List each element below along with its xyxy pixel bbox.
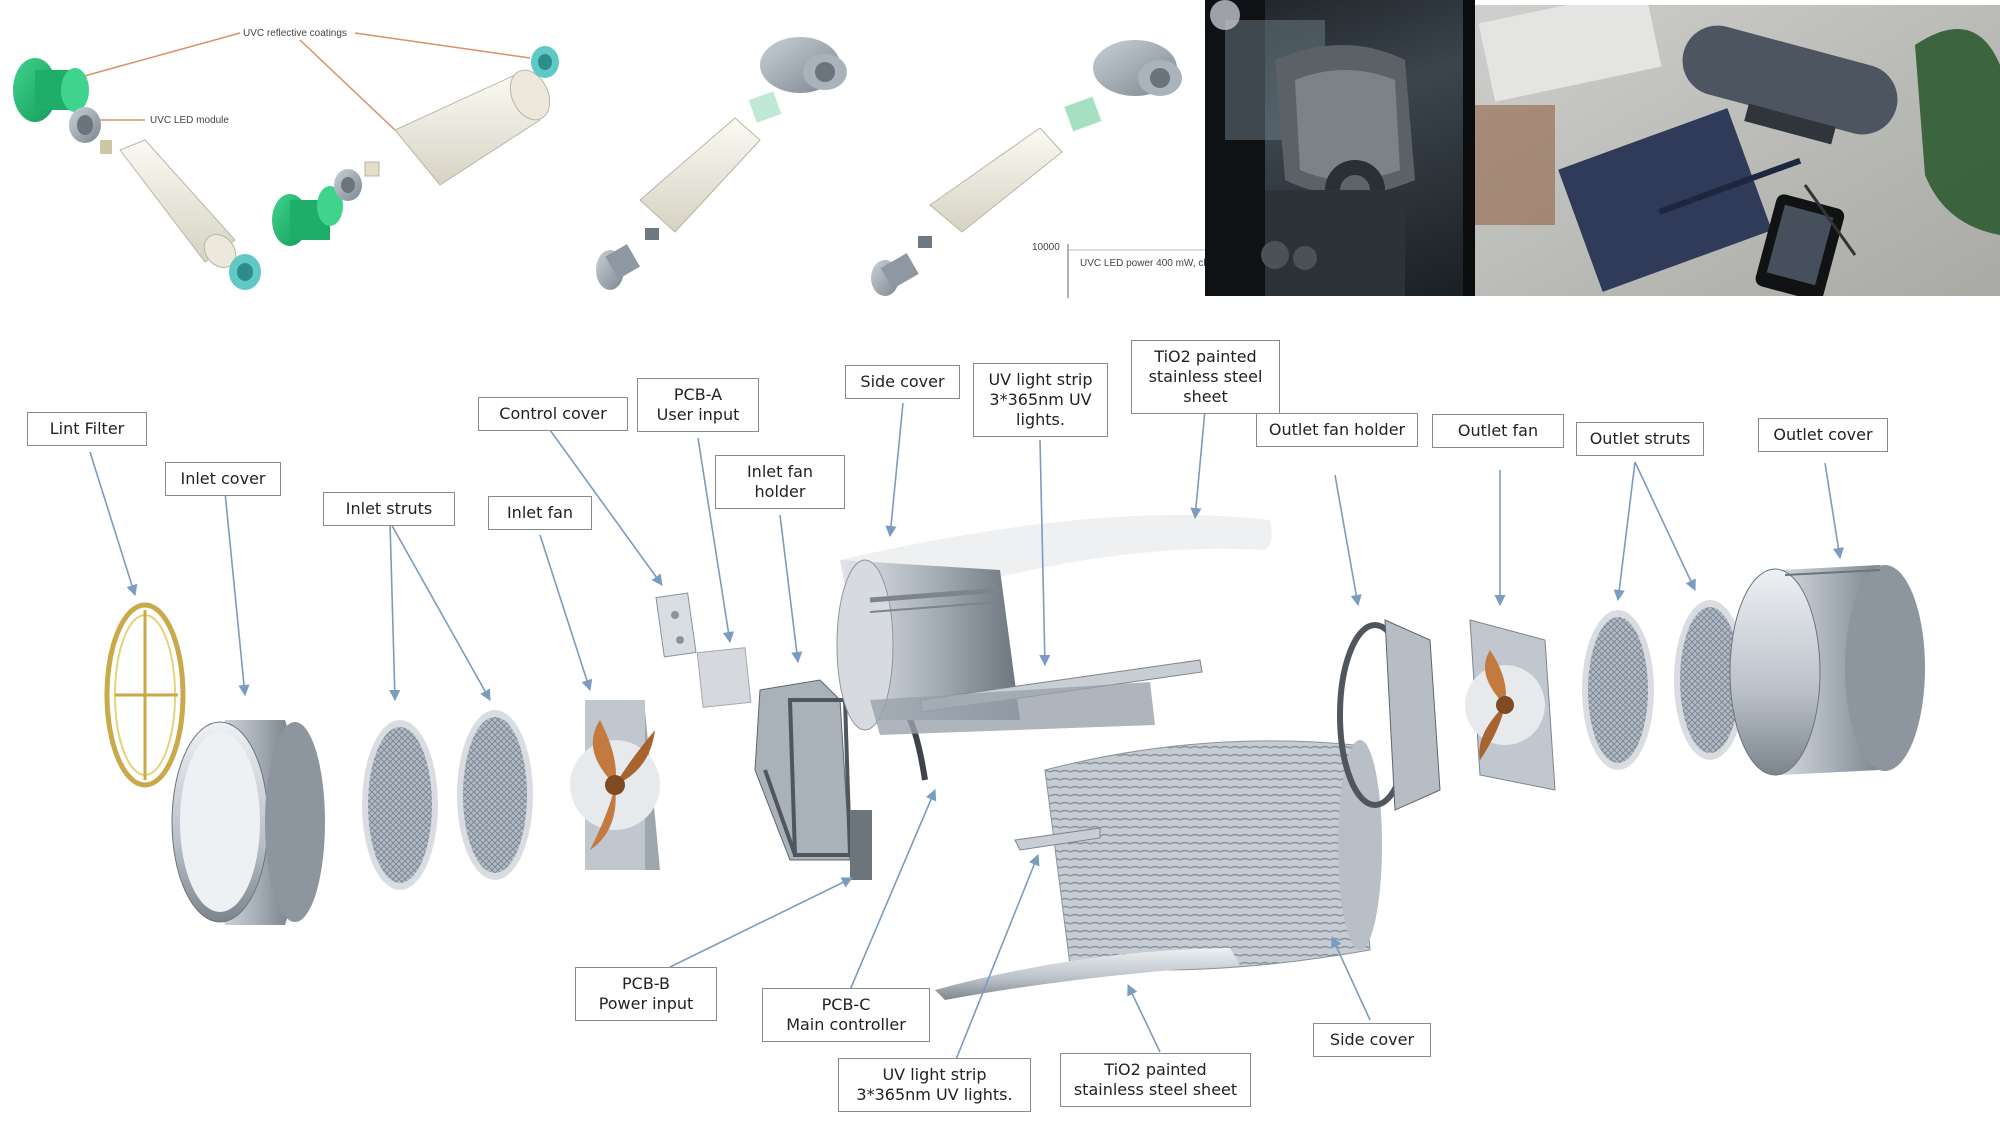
end-ring-2 xyxy=(531,46,559,78)
upper-uv-strip-part xyxy=(870,659,1203,735)
lower-tio2-sheet-part xyxy=(935,740,1382,1000)
uvc-led-module xyxy=(100,140,112,154)
top-left-exploded-views xyxy=(13,32,1210,298)
blower-2 xyxy=(1093,40,1182,96)
outlet-fan-holder-part xyxy=(1337,619,1441,811)
label-pcb-b: PCB-B Power input xyxy=(575,967,717,1021)
fan-ring-1 xyxy=(69,107,101,143)
label-tio2-top: TiO2 painted stainless steel sheet xyxy=(1131,340,1280,414)
green-inlet-housing-1 xyxy=(13,58,89,122)
chart-ytick: 10000 xyxy=(1032,242,1060,253)
lint-filter-part xyxy=(104,602,186,788)
pcb-a-part xyxy=(696,647,752,708)
inlet-fan-part xyxy=(570,700,660,870)
label-inlet-struts: Inlet struts xyxy=(323,492,455,526)
leader-arrows xyxy=(89,402,1844,1063)
uvc-reflective-coatings-label: UVC reflective coatings xyxy=(243,28,347,39)
outlet-fan-part xyxy=(1465,619,1556,791)
inlet-strut-1 xyxy=(362,720,438,890)
uvc-led-module-label: UVC LED module xyxy=(150,115,229,126)
green-inlet-housing-2 xyxy=(272,186,343,246)
led-block xyxy=(364,161,380,177)
reflective-cone-1 xyxy=(119,139,236,263)
control-cover-part xyxy=(655,592,697,658)
inlet-strut-2 xyxy=(457,710,533,880)
reflective-cone-4 xyxy=(929,127,1063,233)
label-uv-strip-top: UV light strip 3*365nm UV lights. xyxy=(973,363,1108,437)
label-pcb-a: PCB-A User input xyxy=(637,378,759,432)
label-lint-filter: Lint Filter xyxy=(27,412,147,446)
reflective-cone-2 xyxy=(394,74,541,186)
reflective-cone-3 xyxy=(639,117,761,233)
uvc-module-3 xyxy=(1064,96,1102,132)
outlet-strut-2 xyxy=(1674,600,1746,760)
upper-side-cover-part xyxy=(836,515,1272,731)
label-uv-strip-bottom: UV light strip 3*365nm UV lights. xyxy=(838,1058,1031,1112)
label-inlet-fan-holder: Inlet fan holder xyxy=(715,455,845,509)
label-outlet-fan: Outlet fan xyxy=(1432,414,1564,448)
uvc-module-2 xyxy=(748,91,782,123)
photo-divider xyxy=(1463,0,1475,296)
label-inlet-fan: Inlet fan xyxy=(488,496,592,530)
label-inlet-cover: Inlet cover xyxy=(165,462,281,496)
main-exploded-view xyxy=(89,402,1925,1063)
car-headrest-photo xyxy=(1205,0,1463,296)
label-outlet-struts: Outlet struts xyxy=(1576,422,1704,456)
label-outlet-fan-holder: Outlet fan holder xyxy=(1256,413,1418,447)
label-side-cover-top: Side cover xyxy=(845,365,960,399)
inlet-fan-holder-part xyxy=(754,679,872,880)
small-part-3 xyxy=(918,236,932,248)
blower-1 xyxy=(760,37,847,93)
pcb-b-part xyxy=(850,810,872,880)
end-ring-1 xyxy=(229,254,261,290)
fan-ring-2 xyxy=(334,169,362,201)
inlet-nozzle-2 xyxy=(596,244,640,290)
lower-uv-strip-part xyxy=(1014,827,1101,851)
inlet-cover-part xyxy=(171,720,325,925)
label-tio2-bottom: TiO2 painted stainless steel sheet xyxy=(1060,1053,1251,1107)
label-outlet-cover: Outlet cover xyxy=(1758,418,1888,452)
outlet-cover-part xyxy=(1729,565,1925,776)
outlet-strut-1 xyxy=(1582,610,1654,770)
chart-legend: UVC LED power 400 mW, clean air flow xyxy=(1080,258,1210,269)
small-part-2 xyxy=(645,228,659,240)
label-control-cover: Control cover xyxy=(478,397,628,431)
inlet-nozzle-3 xyxy=(871,253,919,296)
label-side-cover-bottom: Side cover xyxy=(1313,1023,1431,1057)
desk-product-photo xyxy=(1475,5,2000,296)
label-pcb-c: PCB-C Main controller xyxy=(762,988,930,1042)
